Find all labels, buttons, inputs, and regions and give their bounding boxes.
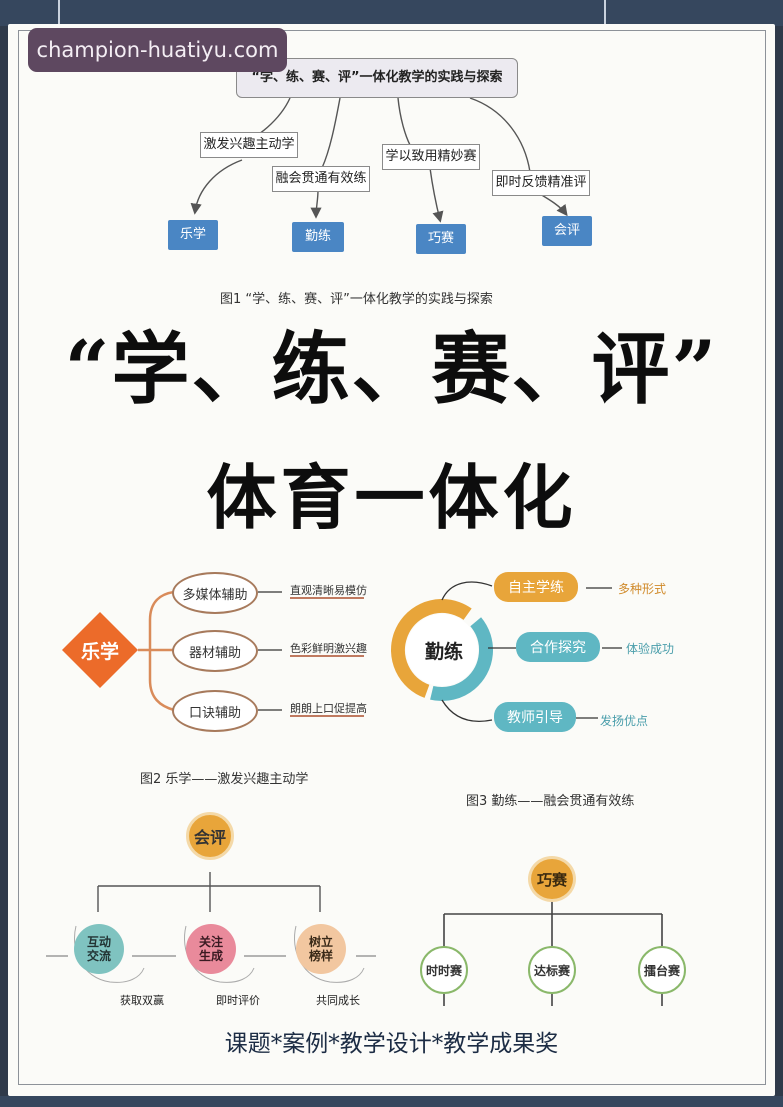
poster-frame	[18, 30, 766, 1085]
fig4-note-2: 即时评价	[216, 994, 260, 1007]
fig2-note-1: 直观清晰易模仿	[290, 584, 367, 597]
fig5-item-standard: 达标赛	[528, 946, 576, 994]
fig4-center-node: 会评	[186, 812, 234, 860]
fig3-note-2: 体验成功	[626, 642, 675, 656]
fig3-item-self: 自主学练	[494, 572, 578, 602]
bottom-band	[0, 1096, 783, 1107]
fig2-caption: 图2 乐学——激发兴趣主动学	[140, 772, 309, 787]
fig1-label-1: 激发兴趣主动学	[200, 132, 298, 158]
fig4-item-attention: 关注 生成	[186, 924, 236, 974]
fig1-label-4: 即时反馈精准评	[492, 170, 590, 196]
fig1-connectors	[190, 97, 568, 223]
fig4-connectors	[46, 872, 376, 983]
fig4-item-attention-line2: 生成	[198, 949, 223, 963]
fig4-item-interact-line1: 互动	[86, 935, 111, 949]
fig2-item-equipment: 器材辅助	[172, 630, 258, 672]
fig3-center-label: 勤练	[424, 641, 463, 663]
fig3-item-teacher: 教师引导	[494, 702, 576, 732]
fig1-outcome-huiping: 会评	[542, 216, 592, 246]
poster-paper	[8, 24, 775, 1096]
fig3-connectors	[391, 581, 622, 723]
fig1-caption: 图1 “学、练、赛、评”一体化教学的实践与探索	[220, 292, 493, 307]
fig5-item-anytime: 时时赛	[420, 946, 468, 994]
fig3-note-3: 发扬优点	[600, 714, 649, 728]
main-title-line1: “学、练、赛、评”	[64, 324, 719, 415]
fig2-note-3: 朗朗上口促提高	[290, 702, 367, 715]
fig1-outcome-qinlian: 勤练	[292, 222, 344, 252]
fig3-note-1: 多种形式	[618, 582, 667, 596]
fig5-center-node: 巧赛	[528, 856, 576, 902]
fig2-center-label: 乐学	[80, 641, 119, 663]
fig1-label-2: 融会贯通有效练	[272, 166, 370, 192]
fig4-note-3: 共同成长	[316, 994, 360, 1007]
fig2-item-rhyme: 口诀辅助	[172, 690, 258, 732]
fig5-item-arena: 擂台赛	[638, 946, 686, 994]
fig2-connectors	[62, 590, 364, 717]
fig5-connectors	[443, 900, 663, 1006]
fig3-item-coop: 合作探究	[516, 632, 600, 662]
fig4-item-attention-line1: 关注	[198, 935, 223, 949]
fig3-caption: 图3 勤练——融会贯通有效练	[466, 794, 635, 809]
fig4-item-interact-line2: 交流	[86, 949, 111, 963]
fig4-item-interact: 互动 交流	[74, 924, 124, 974]
fig4-item-model: 树立 榜样	[296, 924, 346, 974]
main-title-line2: 体育一体化	[206, 456, 577, 539]
top-band	[0, 0, 783, 26]
fig1-outcome-lexue: 乐学	[168, 220, 218, 250]
fig4-item-model-line1: 树立	[308, 935, 333, 949]
fig2-note-2: 色彩鲜明激兴趣	[290, 642, 367, 655]
fig1-label-3: 学以致用精妙赛	[382, 144, 480, 170]
fig4-item-model-line2: 榜样	[308, 949, 333, 963]
fig1-outcome-qiaosai: 巧赛	[416, 224, 466, 254]
fig2-item-multimedia: 多媒体辅助	[172, 572, 258, 614]
fig4-note-1: 获取双赢	[120, 994, 164, 1007]
watermark-url: champion-huatiyu.com	[28, 28, 287, 72]
footer-tagline: 课题*案例*教学设计*教学成果奖	[224, 1031, 559, 1057]
